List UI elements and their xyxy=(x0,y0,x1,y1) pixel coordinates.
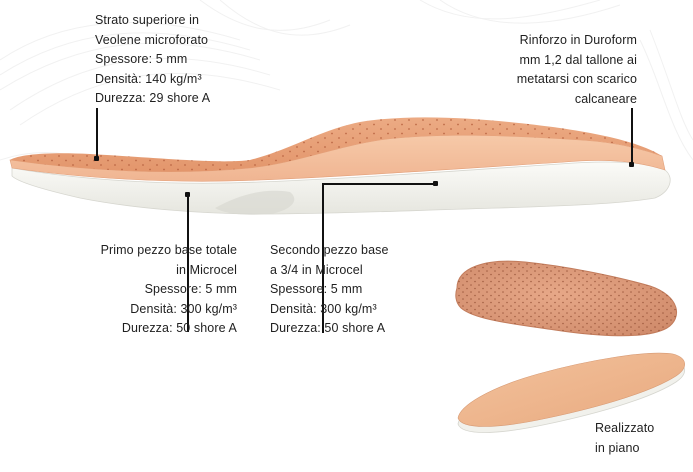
marker-base-3-4 xyxy=(433,181,438,186)
leader-top-layer xyxy=(96,108,98,158)
label-top-layer-line5: Durezza: 29 shore A xyxy=(95,91,211,105)
label-base-total-line4: Densità: 300 kg/m³ xyxy=(130,301,237,316)
label-base-total-line1: Primo pezzo base totale xyxy=(100,243,237,257)
label-reinforcement-line1: Rinforzo in Duroform xyxy=(519,33,637,47)
label-base-total-line2: in Microcel xyxy=(176,262,237,277)
label-flat-line1: Realizzato xyxy=(595,421,655,435)
marker-top-layer xyxy=(94,156,99,161)
insole-top-view xyxy=(455,260,677,337)
base-foam-layer xyxy=(11,161,671,215)
label-base-3-4-line2: a 3/4 in Microcel xyxy=(270,262,363,277)
label-base-3-4-line4: Densità: 300 kg/m³ xyxy=(270,301,377,316)
label-top-layer-line1: Strato superiore in xyxy=(95,13,200,27)
label-base-3-4: Secondo pezzo base a 3/4 in Microcel Spe… xyxy=(270,241,389,339)
leader-base-3-4 xyxy=(322,183,324,333)
label-reinforcement-line2: mm 1,2 dal tallone ai xyxy=(519,52,637,67)
marker-base-total xyxy=(185,192,190,197)
label-reinforcement-line3: metatarsi con scarico xyxy=(516,72,637,86)
label-reinforcement-line4: calcaneare xyxy=(574,91,637,106)
insole-side-view xyxy=(9,117,671,215)
leader-base-total xyxy=(187,192,189,332)
label-top-layer-line3: Spessore: 5 mm xyxy=(95,52,188,66)
label-top-layer: Strato superiore in Veolene microforato … xyxy=(95,11,210,109)
insole-flat-view xyxy=(457,352,686,433)
label-base-total-line3: Spessore: 5 mm xyxy=(144,282,237,296)
label-reinforcement: Rinforzo in Duroform mm 1,2 dal tallone … xyxy=(517,31,637,109)
label-base-3-4-line3: Spessore: 5 mm xyxy=(270,282,363,296)
label-top-layer-line2: Veolene microforato xyxy=(95,32,209,47)
leader-base-3-4-horizontal xyxy=(322,183,436,185)
label-base-total-line5: Durezza: 50 shore A xyxy=(121,321,237,335)
leader-reinforcement xyxy=(631,108,633,164)
label-base-3-4-line5: Durezza: 50 shore A xyxy=(270,321,386,335)
label-base-total: Primo pezzo base totale in Microcel Spes… xyxy=(101,241,237,339)
label-top-layer-line4: Densità: 140 kg/m³ xyxy=(95,71,202,86)
label-base-3-4-line1: Secondo pezzo base xyxy=(270,243,389,257)
label-flat: Realizzato in piano xyxy=(595,419,654,458)
marker-reinforcement xyxy=(629,162,634,167)
label-flat-line2: in piano xyxy=(595,440,640,455)
